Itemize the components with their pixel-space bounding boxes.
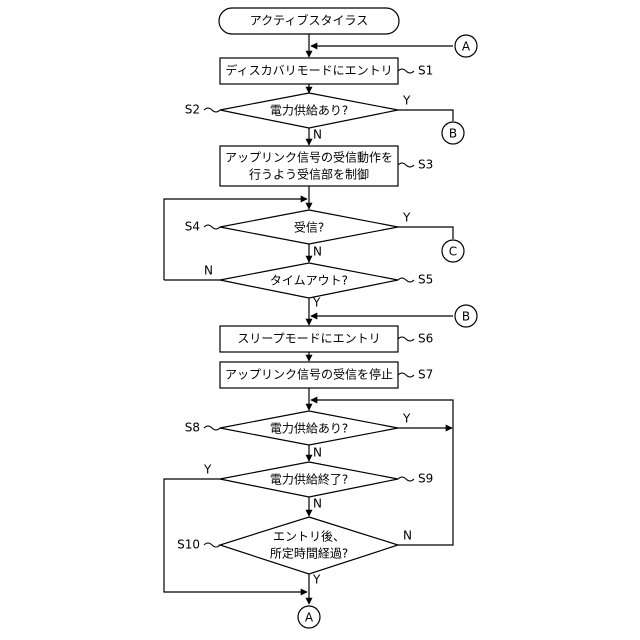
- connector-b-label: B: [449, 127, 457, 141]
- connector-b-out: B: [442, 122, 464, 144]
- step-s1-text: ディスカバリモードにエントリ: [225, 63, 392, 78]
- step-s7-id: S7: [418, 368, 433, 382]
- step-s3-line1: アップリンク信号の受信動作を: [225, 151, 393, 165]
- step-s7-text: アップリンク信号の受信を停止: [225, 367, 393, 382]
- branch-s10-no: N: [403, 529, 412, 543]
- step-s7-box: アップリンク信号の受信を停止: [220, 362, 398, 388]
- decision-s9-text: 電力供給終了?: [270, 472, 348, 487]
- branch-s2-yes: Y: [402, 94, 411, 108]
- connector-c-out: C: [442, 240, 464, 262]
- tilde-s2-icon: [204, 108, 220, 112]
- branch-s5-no: N: [204, 264, 213, 278]
- tilde-s4-icon: [204, 225, 220, 229]
- decision-s2: 電力供給あり?: [220, 93, 398, 128]
- connector-b-in: B: [455, 305, 477, 327]
- step-s6-box: スリープモードにエントリ: [220, 326, 398, 352]
- decision-s4-text: 受信?: [294, 221, 324, 235]
- branch-s8-yes: Y: [402, 412, 411, 426]
- decision-s10: エントリ後、 所定時間経過?: [220, 517, 398, 574]
- connector-c-label: C: [449, 245, 457, 259]
- tilde-s5-icon: [398, 278, 414, 282]
- step-s5-id: S5: [418, 273, 433, 287]
- start-terminal: アクティブスタイラス: [219, 8, 399, 34]
- step-s3-box: アップリンク信号の受信動作を 行うよう受信部を制御: [220, 146, 398, 186]
- tilde-s10-icon: [204, 543, 220, 547]
- branch-s10-yes: Y: [312, 573, 321, 587]
- step-s4-id: S4: [185, 220, 200, 234]
- decision-s5-text: タイムアウト?: [270, 274, 348, 288]
- connector-b-label: B: [462, 310, 470, 324]
- step-s9-id: S9: [418, 472, 433, 486]
- step-s8-id: S8: [185, 421, 200, 435]
- step-s1-id: S1: [418, 64, 433, 78]
- connector-a-label: A: [462, 40, 471, 54]
- connector-a-label: A: [305, 611, 314, 625]
- tilde-s7-icon: [398, 373, 414, 377]
- tilde-s6-icon: [398, 337, 414, 341]
- start-terminal-label: アクティブスタイラス: [250, 13, 368, 28]
- step-s3-line2: 行うよう受信部を制御: [249, 167, 369, 182]
- decision-s2-text: 電力供給あり?: [270, 104, 348, 118]
- branch-s9-yes: Y: [203, 463, 212, 477]
- decision-s9: 電力供給終了?: [220, 462, 398, 497]
- branch-s2-no: N: [313, 128, 322, 142]
- decision-s4: 受信?: [220, 210, 398, 244]
- decision-s5: タイムアウト?: [220, 263, 398, 298]
- decision-s8-text: 電力供給あり?: [270, 422, 348, 436]
- decision-s10-line2: 所定時間経過?: [270, 546, 348, 561]
- decision-s10-line1: エントリ後、: [273, 530, 345, 544]
- step-s6-id: S6: [418, 332, 433, 346]
- branch-s4-no: N: [313, 245, 322, 259]
- step-s1-box: ディスカバリモードにエントリ: [220, 58, 398, 84]
- connector-a-bottom: A: [298, 606, 320, 628]
- connector-a-top: A: [455, 35, 477, 57]
- decision-s8: 電力供給あり?: [220, 411, 398, 445]
- tilde-s8-icon: [204, 426, 220, 430]
- tilde-s1-icon: [398, 69, 414, 73]
- step-s2-id: S2: [185, 103, 200, 117]
- branch-s4-yes: Y: [402, 211, 411, 225]
- branch-s9-no: N: [313, 497, 322, 511]
- step-s6-text: スリープモードにエントリ: [237, 332, 380, 346]
- step-s10-id: S10: [177, 538, 200, 552]
- tilde-s3-icon: [398, 163, 414, 167]
- branch-s5-yes: Y: [312, 296, 321, 310]
- tilde-s9-icon: [398, 477, 414, 481]
- branch-s8-no: N: [313, 446, 322, 460]
- step-s3-id: S3: [418, 158, 433, 172]
